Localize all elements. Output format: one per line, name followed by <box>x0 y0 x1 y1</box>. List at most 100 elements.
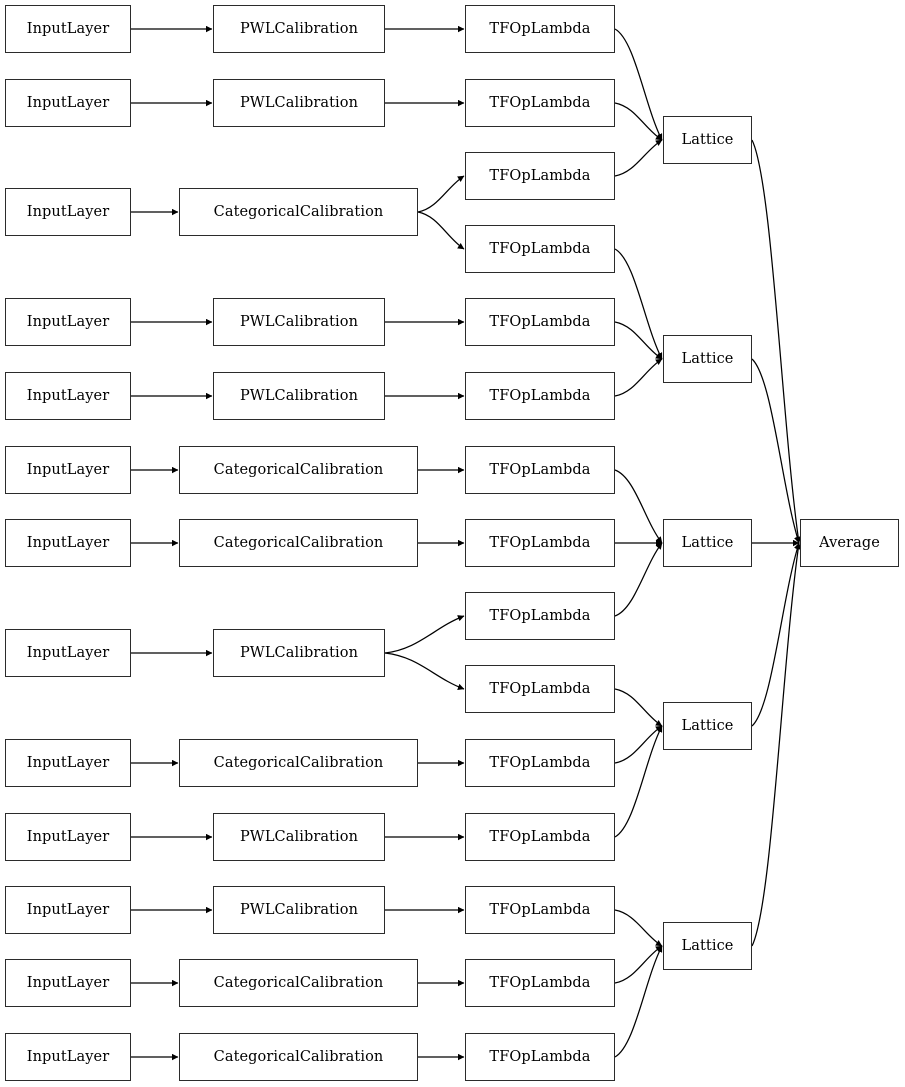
node-label: CategoricalCalibration <box>213 1048 384 1065</box>
node-label: Average <box>819 534 880 551</box>
edge-cal3-to-lam4 <box>417 211 465 250</box>
node-label: CategoricalCalibration <box>213 461 384 478</box>
node-label: Lattice <box>681 717 734 734</box>
node-label: InputLayer <box>26 1048 110 1065</box>
node-lam13[interactable]: TFOpLambda <box>465 886 615 934</box>
node-label: InputLayer <box>26 203 110 220</box>
node-cal6[interactable]: CategoricalCalibration <box>179 446 418 494</box>
node-lat5[interactable]: Lattice <box>663 922 752 970</box>
node-lam5[interactable]: TFOpLambda <box>465 298 615 346</box>
edge-cal8-to-lam10 <box>384 652 465 690</box>
node-label: InputLayer <box>26 644 110 661</box>
node-label: TFOpLambda <box>489 901 591 918</box>
node-label: Lattice <box>681 534 734 551</box>
node-lam4[interactable]: TFOpLambda <box>465 225 615 273</box>
node-label: PWLCalibration <box>239 387 359 404</box>
node-label: InputLayer <box>26 387 110 404</box>
node-label: Lattice <box>681 350 734 367</box>
node-cal2[interactable]: PWLCalibration <box>213 79 385 127</box>
node-lam15[interactable]: TFOpLambda <box>465 1033 615 1081</box>
edge-lam5-to-lat2 <box>614 321 663 360</box>
node-label: TFOpLambda <box>489 534 591 551</box>
node-label: TFOpLambda <box>489 1048 591 1065</box>
node-in1[interactable]: InputLayer <box>5 5 131 53</box>
node-lat4[interactable]: Lattice <box>663 702 752 750</box>
node-label: TFOpLambda <box>489 313 591 330</box>
node-lam3[interactable]: TFOpLambda <box>465 152 615 200</box>
node-in11[interactable]: InputLayer <box>5 886 131 934</box>
node-label: InputLayer <box>26 94 110 111</box>
node-label: TFOpLambda <box>489 240 591 257</box>
node-label: PWLCalibration <box>239 94 359 111</box>
edge-lam7-to-lat3 <box>614 469 663 544</box>
node-label: CategoricalCalibration <box>213 534 384 551</box>
edge-cal3-to-lam3 <box>417 175 465 213</box>
node-label: InputLayer <box>26 461 110 478</box>
node-lam6[interactable]: TFOpLambda <box>465 372 615 420</box>
node-label: InputLayer <box>26 901 110 918</box>
node-in9[interactable]: InputLayer <box>5 739 131 787</box>
edge-lam6-to-lat2 <box>614 358 663 397</box>
node-in8[interactable]: InputLayer <box>5 629 131 677</box>
node-cal5[interactable]: PWLCalibration <box>213 372 385 420</box>
node-label: InputLayer <box>26 828 110 845</box>
node-label: CategoricalCalibration <box>213 754 384 771</box>
node-label: TFOpLambda <box>489 20 591 37</box>
node-lam7[interactable]: TFOpLambda <box>465 446 615 494</box>
node-label: TFOpLambda <box>489 167 591 184</box>
node-cal9[interactable]: CategoricalCalibration <box>179 739 418 787</box>
node-lam11[interactable]: TFOpLambda <box>465 739 615 787</box>
node-cal7[interactable]: CategoricalCalibration <box>179 519 418 567</box>
node-lam12[interactable]: TFOpLambda <box>465 813 615 861</box>
node-cal11[interactable]: PWLCalibration <box>213 886 385 934</box>
node-in2[interactable]: InputLayer <box>5 79 131 127</box>
node-in12[interactable]: InputLayer <box>5 959 131 1007</box>
node-cal8[interactable]: PWLCalibration <box>213 629 385 677</box>
edge-lat4-to-avg <box>751 542 801 727</box>
node-label: InputLayer <box>26 20 110 37</box>
node-label: TFOpLambda <box>489 754 591 771</box>
node-lat3[interactable]: Lattice <box>663 519 752 567</box>
node-in13[interactable]: InputLayer <box>5 1033 131 1081</box>
edge-lam14-to-lat5 <box>614 945 663 984</box>
node-in5[interactable]: InputLayer <box>5 372 131 420</box>
node-label: InputLayer <box>26 754 110 771</box>
node-lam10[interactable]: TFOpLambda <box>465 665 615 713</box>
edge-lam2-to-lat1 <box>614 102 663 141</box>
node-lam2[interactable]: TFOpLambda <box>465 79 615 127</box>
node-cal10[interactable]: PWLCalibration <box>213 813 385 861</box>
node-label: PWLCalibration <box>239 644 359 661</box>
edge-lam12-to-lat4 <box>614 725 663 838</box>
node-cal4[interactable]: PWLCalibration <box>213 298 385 346</box>
edge-lam4-to-lat2 <box>614 248 663 360</box>
edge-lat5-to-avg <box>751 542 802 947</box>
node-in10[interactable]: InputLayer <box>5 813 131 861</box>
edge-lam10-to-lat4 <box>614 688 663 727</box>
node-label: TFOpLambda <box>489 974 591 991</box>
node-label: TFOpLambda <box>489 828 591 845</box>
node-label: TFOpLambda <box>489 387 591 404</box>
edge-lam15-to-lat5 <box>614 945 663 1058</box>
node-avg[interactable]: Average <box>800 519 899 567</box>
node-lat1[interactable]: Lattice <box>663 116 752 164</box>
node-label: TFOpLambda <box>489 680 591 697</box>
node-in6[interactable]: InputLayer <box>5 446 131 494</box>
node-label: CategoricalCalibration <box>213 203 384 220</box>
node-cal3[interactable]: CategoricalCalibration <box>179 188 418 236</box>
node-in7[interactable]: InputLayer <box>5 519 131 567</box>
node-cal12[interactable]: CategoricalCalibration <box>179 959 418 1007</box>
node-cal13[interactable]: CategoricalCalibration <box>179 1033 418 1081</box>
node-label: Lattice <box>681 131 734 148</box>
node-label: TFOpLambda <box>489 461 591 478</box>
node-lam9[interactable]: TFOpLambda <box>465 592 615 640</box>
node-cal1[interactable]: PWLCalibration <box>213 5 385 53</box>
node-lam1[interactable]: TFOpLambda <box>465 5 615 53</box>
node-label: PWLCalibration <box>239 20 359 37</box>
edge-lam1-to-lat1 <box>614 28 663 141</box>
node-lat2[interactable]: Lattice <box>663 335 752 383</box>
node-lam14[interactable]: TFOpLambda <box>465 959 615 1007</box>
node-in3[interactable]: InputLayer <box>5 188 131 236</box>
node-lam8[interactable]: TFOpLambda <box>465 519 615 567</box>
node-in4[interactable]: InputLayer <box>5 298 131 346</box>
